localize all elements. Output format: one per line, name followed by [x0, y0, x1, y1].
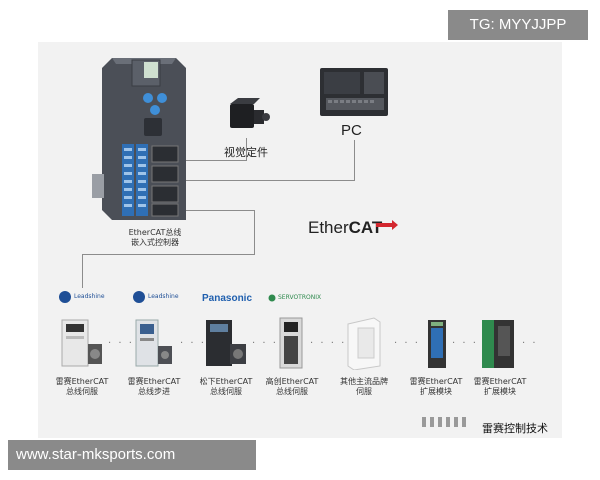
device-leadshine-io-module-1	[426, 318, 448, 374]
device-caption-line1: 松下EtherCAT	[199, 377, 253, 386]
device-caption-line2: 总线伺服	[66, 387, 98, 396]
leadshine-logo-1: Leadshine	[58, 290, 106, 304]
device-caption-2: 雷赛EtherCAT 总线步进	[124, 377, 184, 397]
device-caption-line2: 总线步进	[138, 387, 170, 396]
connector-vision-vertical	[246, 138, 247, 161]
device-caption-1: 雷赛EtherCAT 总线伺服	[52, 377, 112, 397]
servo-drive-icon	[206, 320, 246, 366]
dots-separator-5: · · ·	[108, 338, 134, 349]
device-caption-4: 高创EtherCAT 总线伺服	[262, 377, 322, 397]
camera-icon	[230, 98, 270, 128]
connector-pc-vertical	[354, 140, 355, 181]
brand-leadshine-1: Leadshine	[74, 293, 105, 300]
controller-caption-line2: 嵌入式控制器	[131, 238, 179, 247]
controller-caption-line1: EtherCAT总线	[128, 228, 182, 237]
device-caption-line1: 雷赛EtherCAT	[409, 377, 463, 386]
ethercat-controller	[92, 54, 186, 224]
brand-leadshine-2: Leadshine	[148, 293, 179, 300]
servo-drive-icon	[347, 317, 381, 371]
leadshine-logo-2: Leadshine	[132, 290, 180, 304]
device-leadshine-io-module-2	[480, 318, 520, 374]
pc-label: PC	[341, 122, 362, 139]
device-caption-line2: 扩展模块	[420, 387, 452, 396]
device-caption-line1: 雷赛EtherCAT	[55, 377, 109, 386]
connector-bus-vertical	[254, 210, 255, 254]
servotronix-mark-icon	[268, 294, 276, 302]
dots-separator-2: · · ·	[394, 338, 420, 349]
stepper-drive-icon	[135, 319, 172, 367]
device-caption-7: 雷赛EtherCAT 扩展模块	[470, 377, 530, 397]
brand-panasonic: Panasonic	[202, 293, 253, 304]
device-caption-line2: 总线伺服	[276, 387, 308, 396]
ethercat-logo-arrow-icon	[376, 215, 398, 234]
device-caption-line2: 扩展模块	[484, 387, 516, 396]
brand-servotronix: SERVOTRONIX	[278, 294, 322, 301]
device-leadshine-servo	[60, 318, 104, 374]
device-leadshine-stepper	[132, 318, 176, 374]
io-module-icon	[428, 320, 446, 368]
dots-separator-7: · · ·	[252, 338, 278, 349]
connector-bus-down	[82, 254, 83, 288]
connector-controller-pc	[186, 180, 354, 181]
servo-drive-icon	[61, 319, 102, 367]
ethercat-logo: EtherCAT	[308, 218, 382, 238]
device-other-servo	[344, 316, 384, 374]
device-caption-line1: 其他主流品牌	[340, 377, 388, 386]
ethercat-logo-cat: CAT	[348, 218, 383, 237]
vision-camera	[226, 98, 270, 138]
device-servotronix-servo	[278, 316, 306, 374]
servotronix-logo: SERVOTRONIX	[268, 294, 328, 304]
connector-controller-bus	[186, 210, 254, 211]
connector-controller-vision	[186, 160, 246, 161]
leadshine-mark-icon	[59, 291, 71, 303]
vision-label: 视觉定件	[224, 147, 268, 159]
io-module-icon	[482, 320, 514, 368]
device-caption-6: 雷赛EtherCAT 扩展模块	[406, 377, 466, 397]
servo-drive-icon	[279, 317, 303, 369]
device-caption-line2: 伺服	[356, 387, 372, 396]
dots-separator-4: · ·	[522, 338, 538, 349]
pc-computer	[318, 66, 392, 120]
industrial-pc-icon	[320, 68, 388, 116]
device-caption-line1: 高创EtherCAT	[265, 377, 319, 386]
dots-separator-3: · · · ·	[452, 338, 489, 349]
device-caption-line1: 雷赛EtherCAT	[127, 377, 181, 386]
controller-illustration	[92, 58, 186, 220]
device-caption-5: 其他主流品牌 伺服	[334, 377, 394, 397]
leadshine-mark-icon	[133, 291, 145, 303]
top-watermark: TG: MYYJJPP	[448, 10, 588, 40]
device-caption-line1: 雷赛EtherCAT	[473, 377, 527, 386]
controller-caption: EtherCAT总线 嵌入式控制器	[100, 228, 210, 248]
dots-separator-1: · · · · ·	[310, 338, 357, 349]
dots-separator-6: · · ·	[180, 338, 206, 349]
device-caption-3: 松下EtherCAT 总线伺服	[196, 377, 256, 397]
connector-bus-horizontal	[82, 254, 255, 255]
footer-brand: 雷赛控制技术	[482, 422, 548, 435]
ethercat-logo-ether: Ether	[308, 218, 349, 237]
bottom-watermark: www.star-mksports.com	[8, 440, 256, 470]
io-sensors-icon	[420, 414, 480, 433]
device-caption-line2: 总线伺服	[210, 387, 242, 396]
device-panasonic-servo	[204, 318, 248, 374]
